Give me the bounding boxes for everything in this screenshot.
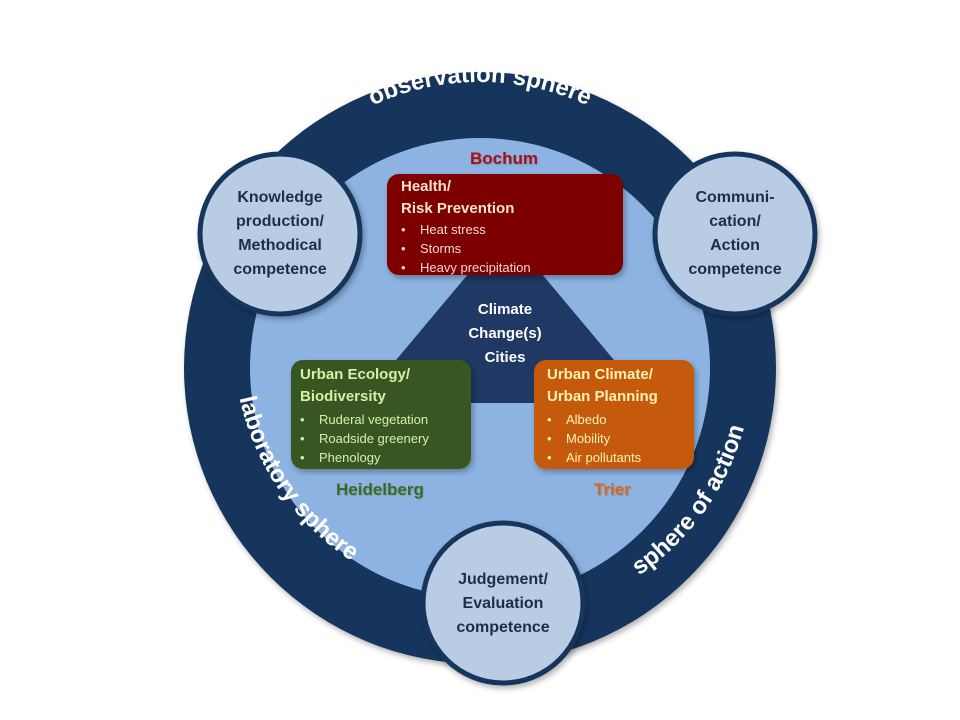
- ecology-box-title: Urban Ecology/ Biodiversity: [300, 364, 410, 408]
- communication-line: Communi-: [695, 189, 775, 206]
- judgement-circle-label: Judgement/ Evaluation competence: [428, 566, 578, 642]
- communication-circle: [652, 151, 818, 317]
- heidelberg-label: Heidelberg: [336, 480, 424, 499]
- list-item: Storms: [401, 239, 531, 258]
- health-box-title: Health/ Risk Prevention: [401, 176, 514, 220]
- list-item: Ruderal vegetation: [300, 410, 429, 429]
- judgement-circle: [420, 520, 586, 686]
- health-title-line: Risk Prevention: [401, 200, 515, 217]
- list-item: Heat stress: [401, 220, 531, 239]
- knowledge-line: Methodical: [238, 237, 322, 254]
- trier-label: Trier: [594, 480, 631, 499]
- ecology-title-line: Urban Ecology/: [300, 366, 411, 383]
- communication-line: Action: [710, 237, 760, 254]
- list-item: Phenology: [300, 448, 429, 467]
- judgement-line: Judgement/: [458, 571, 548, 588]
- knowledge-line: competence: [233, 261, 327, 278]
- health-item-list: Heat stress Storms Heavy precipitation: [401, 220, 531, 277]
- climate-title-line: Urban Planning: [547, 388, 658, 405]
- climate-title-line: Urban Climate/: [547, 366, 653, 383]
- list-item: Roadside greenery: [300, 429, 429, 448]
- center-line: Change(s): [468, 325, 542, 342]
- communication-line: competence: [688, 261, 782, 278]
- list-item: Mobility: [547, 429, 641, 448]
- ecology-title-line: Biodiversity: [300, 388, 386, 405]
- health-title-line: Health/: [401, 178, 452, 195]
- center-label: Climate Change(s) Cities: [440, 298, 570, 370]
- ecology-item-list: Ruderal vegetation Roadside greenery Phe…: [300, 410, 429, 467]
- communication-line: cation/: [709, 213, 761, 230]
- judgement-line: Evaluation: [462, 595, 544, 612]
- communication-circle-label: Communi- cation/ Action competence: [660, 184, 810, 284]
- list-item: Air pollutants: [547, 448, 641, 467]
- knowledge-line: Knowledge: [237, 189, 323, 206]
- knowledge-circle-label: Knowledge production/ Methodical compete…: [205, 184, 355, 284]
- climate-box-title: Urban Climate/ Urban Planning: [547, 364, 658, 408]
- list-item: Heavy precipitation: [401, 258, 531, 277]
- climate-item-list: Albedo Mobility Air pollutants: [547, 410, 641, 467]
- bochum-label: Bochum: [470, 149, 538, 168]
- knowledge-line: production/: [236, 213, 324, 230]
- center-line: Climate: [477, 301, 533, 318]
- judgement-line: competence: [456, 619, 550, 636]
- knowledge-circle: [197, 151, 363, 317]
- center-triangle: [360, 230, 650, 403]
- list-item: Albedo: [547, 410, 641, 429]
- center-line: Cities: [484, 349, 526, 366]
